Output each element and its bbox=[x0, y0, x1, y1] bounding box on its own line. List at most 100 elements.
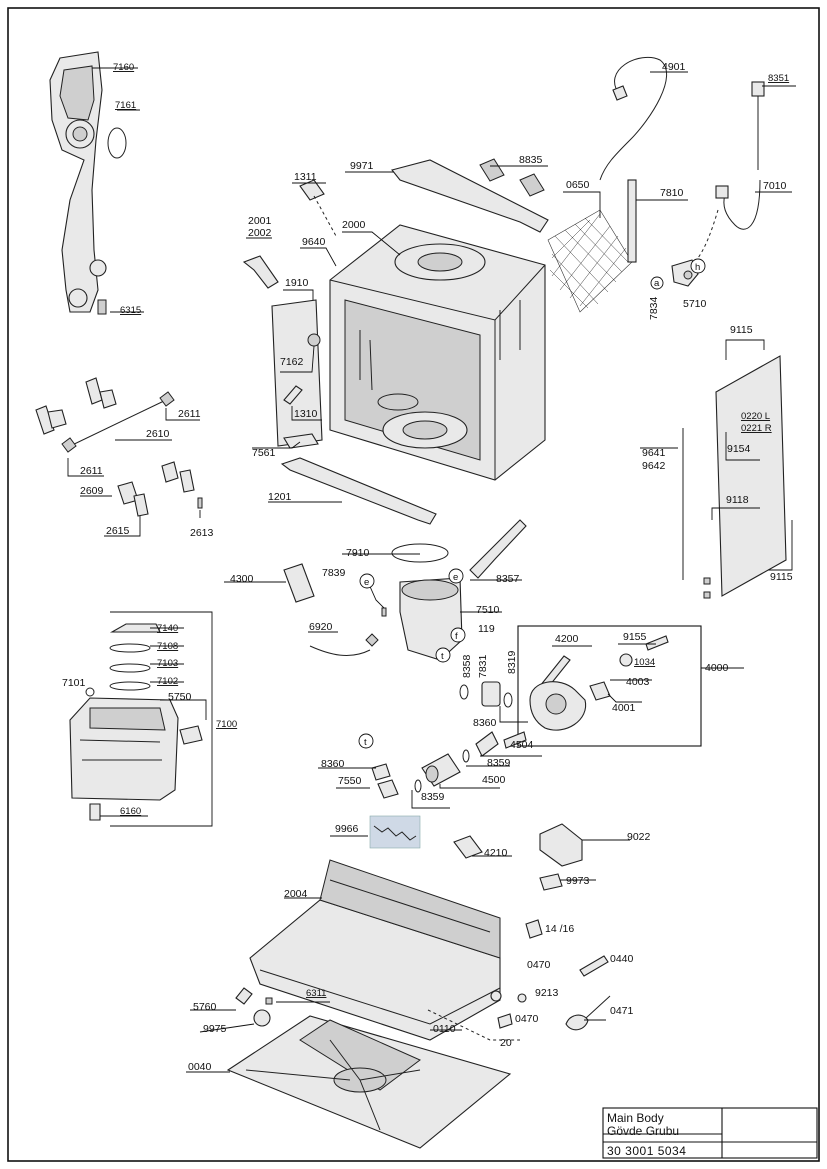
part-label-8357: 8357 bbox=[496, 573, 520, 585]
part-label-4210: 4210 bbox=[484, 847, 508, 859]
title-line-1: Main Body bbox=[607, 1111, 664, 1125]
part-label-2611a: 2611 bbox=[178, 408, 201, 420]
callout-h: h bbox=[695, 262, 700, 273]
part-label-9115b: 9115 bbox=[770, 571, 793, 583]
part-label-6160: 6160 bbox=[120, 806, 141, 817]
part-label-7550: 7550 bbox=[338, 775, 362, 787]
part-label-0221: 0221 R bbox=[741, 423, 772, 434]
part-label-1910: 1910 bbox=[285, 277, 309, 289]
part-4210 bbox=[453, 835, 512, 859]
part-label-2609: 2609 bbox=[80, 485, 104, 497]
base-frame-2004 bbox=[249, 859, 520, 1041]
part-label-9213: 9213 bbox=[535, 987, 559, 999]
part-label-0471: 0471 bbox=[610, 1005, 634, 1017]
part-label-2611b: 2611 bbox=[80, 465, 103, 477]
part-label-7102: 7102 bbox=[157, 676, 178, 687]
part-label-8835: 8835 bbox=[519, 154, 543, 166]
part-label-0040: 0040 bbox=[188, 1061, 212, 1073]
part-label-4000: 4000 bbox=[705, 662, 729, 674]
small-hardware bbox=[490, 955, 611, 1031]
callout-markers: a h e e f t t bbox=[358, 258, 706, 749]
rod-assembly-2610 bbox=[35, 377, 203, 537]
part-label-1201: 1201 bbox=[268, 491, 292, 503]
part-label-0470a: 0470 bbox=[527, 959, 551, 971]
part-label-2613: 2613 bbox=[190, 527, 214, 539]
part-label-8319: 8319 bbox=[506, 650, 518, 674]
part-label-4200: 4200 bbox=[555, 633, 579, 645]
part-label-6920: 6920 bbox=[309, 621, 333, 633]
part-label-9118: 9118 bbox=[726, 494, 749, 506]
part-label-0470b: 0470 bbox=[515, 1013, 539, 1025]
rail-1201 bbox=[268, 457, 437, 525]
callout-a: a bbox=[654, 278, 660, 289]
part-label-4300: 4300 bbox=[230, 573, 254, 585]
part-label-9975: 9975 bbox=[203, 1023, 227, 1035]
part-label-7108: 7108 bbox=[157, 641, 178, 652]
part-label-2004: 2004 bbox=[284, 888, 308, 900]
sheet-border bbox=[7, 7, 820, 1162]
part-label-5750: 5750 bbox=[168, 691, 192, 703]
part-label-9022: 9022 bbox=[627, 831, 651, 843]
part-label-8358: 8358 bbox=[461, 654, 473, 678]
title-block: Main Body Gövde Grubu 30 3001 5034 bbox=[602, 1107, 818, 1159]
part-label-8351: 8351 bbox=[768, 73, 789, 84]
part-label-0220: 0220 L bbox=[741, 411, 770, 422]
control-board-9022 bbox=[525, 823, 630, 939]
part-label-4003: 4003 bbox=[626, 676, 650, 688]
part-label-9115a: 9115 bbox=[730, 324, 753, 336]
part-label-7010: 7010 bbox=[763, 180, 787, 192]
middle-fittings bbox=[459, 681, 542, 757]
part-label-7510: 7510 bbox=[476, 604, 500, 616]
part-label-1034: 1034 bbox=[634, 657, 655, 668]
tub-2000 bbox=[300, 224, 546, 481]
left-base-parts bbox=[190, 987, 330, 1033]
part-label-7103: 7103 bbox=[157, 658, 178, 669]
part-label-2002: 2002 bbox=[248, 227, 272, 239]
part-label-9154: 9154 bbox=[727, 443, 751, 455]
callout-e2: e bbox=[453, 572, 458, 583]
part-label-1311: 1311 bbox=[294, 171, 317, 183]
part-1311 bbox=[292, 179, 337, 237]
part-label-7910: 7910 bbox=[346, 547, 370, 559]
part-label-1416: 14 /16 bbox=[545, 923, 574, 935]
pump-group-4000 bbox=[517, 625, 744, 747]
side-arm-assembly bbox=[49, 51, 144, 315]
base-tray-0040 bbox=[186, 1015, 512, 1149]
part-label-7839: 7839 bbox=[322, 567, 346, 579]
bracket-2001-2002 bbox=[242, 237, 279, 289]
part-label-9973: 9973 bbox=[566, 875, 590, 887]
upper-rail-9971 bbox=[345, 158, 549, 233]
part-label-7160: 7160 bbox=[113, 62, 134, 73]
title-line-2: Gövde Grubu bbox=[607, 1124, 679, 1138]
part-label-4001: 4001 bbox=[612, 702, 636, 714]
door-panel-1910 bbox=[252, 289, 323, 449]
part-label-7561: 7561 bbox=[252, 447, 276, 459]
part-label-9641: 9641 bbox=[642, 447, 666, 459]
part-label-7161: 7161 bbox=[115, 100, 136, 111]
part-label-5710: 5710 bbox=[683, 298, 707, 310]
part-label-8360a: 8360 bbox=[473, 717, 497, 729]
callout-t2: t bbox=[364, 737, 367, 748]
part-label-2000: 2000 bbox=[342, 219, 366, 231]
part-label-7101: 7101 bbox=[62, 677, 86, 689]
part-label-119: 119 bbox=[478, 623, 495, 635]
drain-pipes bbox=[318, 749, 510, 809]
part-label-9640: 9640 bbox=[302, 236, 326, 248]
part-label-7100: 7100 bbox=[216, 719, 237, 730]
callout-f: f bbox=[455, 631, 458, 642]
part-label-8360b: 8360 bbox=[321, 758, 345, 770]
part-label-0110: 0110 bbox=[433, 1023, 456, 1035]
drawing-code: 30 3001 5034 bbox=[607, 1144, 686, 1158]
part-label-7162: 7162 bbox=[280, 356, 304, 368]
part-label-4504: 4504 bbox=[510, 739, 534, 751]
part-label-2615: 2615 bbox=[106, 525, 130, 537]
part-label-7810: 7810 bbox=[660, 187, 684, 199]
part-label-9155: 9155 bbox=[623, 631, 647, 643]
mesh-filter-0650 bbox=[547, 179, 688, 313]
part-label-7834: 7834 bbox=[648, 296, 660, 320]
part-label-1310: 1310 bbox=[294, 408, 318, 420]
part-label-9971: 9971 bbox=[350, 160, 374, 172]
sump-7510 bbox=[224, 519, 527, 661]
part-label-2001: 2001 bbox=[248, 215, 272, 227]
